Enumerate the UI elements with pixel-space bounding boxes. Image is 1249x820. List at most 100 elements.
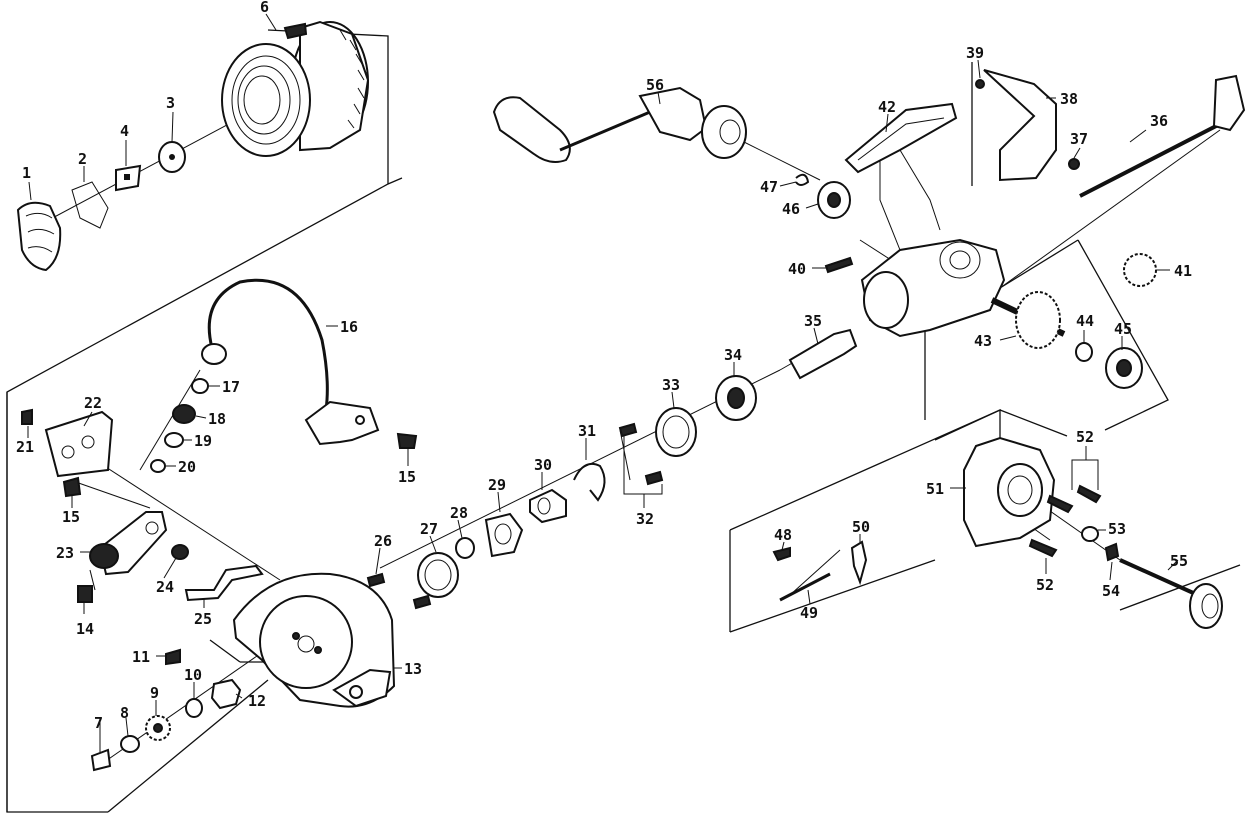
part-33-shape — [655, 407, 697, 457]
label-part-37: 37 — [1070, 130, 1088, 148]
label-part-52-b: 52 — [1036, 576, 1054, 594]
label-part-19: 19 — [194, 432, 212, 450]
label-part-10: 10 — [184, 666, 202, 684]
label-part-53: 53 — [1108, 520, 1126, 538]
label-part-29: 29 — [488, 476, 506, 494]
part-10-shape — [185, 698, 203, 718]
part-43-gear — [990, 291, 1066, 349]
label-part-55: 55 — [1170, 552, 1188, 570]
label-part-4: 4 — [120, 122, 129, 140]
part-53-shape — [1081, 526, 1099, 542]
label-part-14: 14 — [76, 620, 94, 638]
label-part-18: 18 — [208, 410, 226, 428]
label-part-34: 34 — [724, 346, 742, 364]
label-part-22: 22 — [84, 394, 102, 412]
label-part-23: 23 — [56, 544, 74, 562]
part-8-shape — [120, 735, 140, 753]
part-46-bearing — [817, 181, 851, 219]
frame-lines — [6, 29, 1241, 813]
part-1-shape — [16, 201, 62, 272]
label-part-33: 33 — [662, 376, 680, 394]
label-part-41: 41 — [1174, 262, 1192, 280]
label-part-35: 35 — [804, 312, 822, 330]
label-part-26: 26 — [374, 532, 392, 550]
part-45-bearing — [1105, 347, 1143, 389]
body-main — [860, 149, 1006, 338]
label-part-32-a: 32 — [636, 510, 654, 528]
label-part-8: 8 — [120, 704, 129, 722]
part-30-shape — [529, 488, 567, 524]
part-6-spool — [221, 20, 370, 157]
part-44-shape — [1075, 342, 1093, 362]
label-part-2: 2 — [78, 150, 87, 168]
label-part-1: 1 — [22, 164, 31, 182]
label-part-9: 9 — [150, 684, 159, 702]
label-part-50: 50 — [852, 518, 870, 536]
part-12-shape — [210, 678, 242, 710]
part-27-shape — [417, 552, 459, 598]
part-41-gear — [1123, 253, 1157, 287]
label-part-51: 51 — [926, 480, 944, 498]
part-38-shape — [983, 69, 1057, 182]
part-labels: 1 2 3 4 6 7 8 9 10 11 12 13 14 15 15 16 … — [16, 0, 1192, 732]
part-2-shape — [71, 181, 109, 229]
label-part-7: 7 — [94, 714, 103, 732]
label-part-11: 11 — [132, 648, 150, 666]
part-31-shape — [573, 462, 606, 502]
part-17-shape — [191, 378, 209, 394]
part-15-screw-a — [396, 432, 418, 449]
label-part-56: 56 — [646, 76, 664, 94]
label-part-24: 24 — [156, 578, 174, 596]
label-part-16: 16 — [340, 318, 358, 336]
part-7-shape — [90, 748, 112, 772]
part-35-pinion — [788, 328, 858, 380]
part-18-shape — [172, 404, 196, 424]
part-36-shaft — [1079, 74, 1246, 198]
label-part-45: 45 — [1114, 320, 1132, 338]
part-3-hole — [169, 154, 175, 160]
label-part-20: 20 — [178, 458, 196, 476]
part-13-rotor — [232, 572, 396, 708]
part-49-shape — [779, 572, 831, 602]
label-part-21: 21 — [16, 438, 34, 456]
label-part-52-a: 52 — [1076, 428, 1094, 446]
part-51-housing — [963, 436, 1056, 548]
part-25-shape — [184, 564, 264, 602]
part-32-screws — [618, 422, 664, 486]
label-part-40: 40 — [788, 260, 806, 278]
label-part-42: 42 — [878, 98, 896, 116]
part-47-shape — [795, 173, 810, 186]
part-56-handle — [492, 86, 747, 163]
part-22-shape — [44, 410, 114, 478]
part-9-shape — [145, 715, 171, 741]
part-52-screws — [1028, 484, 1102, 558]
part-20-shape — [150, 459, 166, 473]
part-55-knob — [1119, 558, 1223, 629]
label-part-44: 44 — [1076, 312, 1094, 330]
label-part-30: 30 — [534, 456, 552, 474]
label-part-54: 54 — [1102, 582, 1120, 600]
label-part-3: 3 — [166, 94, 175, 112]
part-54-shape — [1104, 542, 1120, 562]
part-14-shape — [77, 585, 93, 603]
part-16-bail — [201, 278, 380, 446]
label-part-48: 48 — [774, 526, 792, 544]
part-40-shape — [824, 256, 854, 274]
part-29-shape — [484, 512, 524, 558]
label-part-46: 46 — [782, 200, 800, 218]
label-part-38: 38 — [1060, 90, 1078, 108]
part-23-shape — [89, 511, 168, 576]
label-part-15-b: 15 — [62, 508, 80, 526]
leader-lines — [27, 13, 1179, 752]
label-part-47: 47 — [760, 178, 778, 196]
label-part-6: 6 — [260, 0, 269, 16]
part-26-shape — [366, 572, 432, 610]
part-37-shape — [1068, 158, 1080, 170]
label-part-15-a: 15 — [398, 468, 416, 486]
label-part-25: 25 — [194, 610, 212, 628]
part-24-shape — [171, 544, 189, 560]
label-part-49: 49 — [800, 604, 818, 622]
part-34-bearing — [715, 375, 757, 421]
part-4-hole — [124, 174, 130, 180]
